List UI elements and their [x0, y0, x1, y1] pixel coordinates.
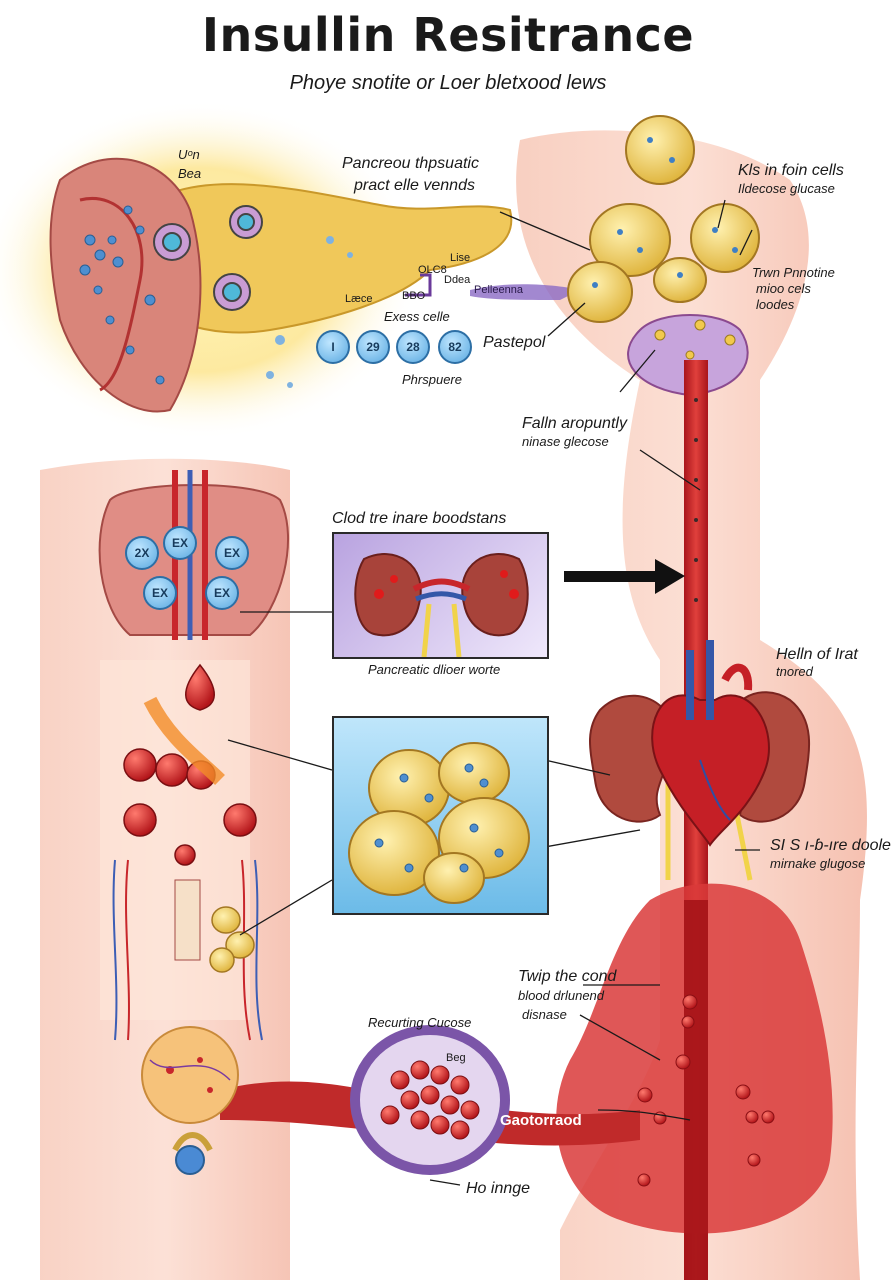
left-bubble-2: EX	[163, 526, 197, 560]
left-bubble-4: EX	[143, 576, 177, 610]
label-olce: OLC8	[418, 264, 447, 276]
label-excess-cells: Exess celle	[384, 309, 450, 324]
label-trwn-3: loodes	[756, 297, 795, 312]
label-ddea: Ddea	[444, 274, 471, 286]
label-twip-3: disnase	[522, 1007, 567, 1022]
left-bubble-5: EX	[205, 576, 239, 610]
label-si-2: mirnake glugose	[770, 856, 866, 871]
label-pastepol: Pastepol	[483, 334, 546, 351]
label-pancreatic-pointer: Pelleenna	[474, 284, 523, 296]
cell-bubble-1: I	[316, 330, 350, 364]
label-lise: Lise	[450, 252, 471, 264]
cell-bubble-2: 29	[356, 330, 390, 364]
label-bea: Bea	[178, 166, 202, 181]
label-pancreas-1: Pancreou thpsuatic	[342, 155, 479, 172]
cell-bubble-4: 82	[438, 330, 472, 364]
label-recurting: Recurting Cucose	[368, 1015, 472, 1030]
left-bubble-1: 2X	[125, 536, 159, 570]
label-clod: Clod tre inare boodstans	[332, 510, 507, 527]
label-phrspuere: Phrspuere	[402, 372, 462, 387]
left-bubble-3: EX	[215, 536, 249, 570]
label-gaotorraod: Gaotorraod	[500, 1112, 582, 1129]
label-lise2: Læce	[345, 293, 373, 305]
red-blood-cells-right	[637, 994, 775, 1187]
label-trwn-1: Trwn Pnnotine	[752, 265, 835, 280]
label-si-1: SI S ı-ɓ-ıre doole	[770, 837, 891, 854]
label-kis-2: Ildecose glucase	[738, 181, 835, 196]
kidney-panel-art	[354, 553, 529, 658]
page-subtitle: Phoye snotite or Loer bletxood lews	[289, 72, 607, 94]
fat-cell-panel-art	[348, 742, 530, 904]
label-twip-1: Twip the cond	[518, 968, 617, 985]
label-bbo: BBO	[402, 290, 426, 302]
label-trwn-2: mioo cels	[756, 281, 811, 296]
label-helln-1: Helln of Irat	[776, 646, 858, 663]
cell-bubble-3: 28	[396, 330, 430, 364]
label-kis-1: Kls in foin cells	[738, 162, 844, 179]
label-falln-1: Falln aropuntly	[522, 415, 627, 432]
bottom-left-cell	[141, 1026, 239, 1124]
label-ho-innge: Ho innge	[466, 1180, 531, 1197]
label-helln-2: tnored	[776, 664, 813, 679]
fat-cell-panel	[332, 716, 549, 915]
kidney-panel	[332, 532, 549, 659]
label-beg: Beg	[446, 1052, 466, 1064]
heart-icon	[651, 640, 770, 847]
arrow-right-icon	[564, 559, 685, 594]
pancreas-islet-cells	[79, 205, 165, 385]
fat-cell-cluster-top	[567, 115, 760, 397]
label-falln-2: ninase glecose	[522, 434, 609, 449]
page-title: Insullin Resitrance	[201, 8, 695, 62]
label-un: Uᵒn	[178, 147, 200, 162]
label-pancreatic-panel: Pancreatic dlioer worte	[368, 662, 501, 677]
label-twip-2: blood drlunend	[518, 988, 605, 1003]
label-pancreas-2: pract elle vennds	[354, 177, 475, 194]
red-blood-cells-gut	[380, 1060, 480, 1140]
fat-cells-left	[209, 906, 255, 973]
pancreas-target-cells	[153, 205, 263, 311]
